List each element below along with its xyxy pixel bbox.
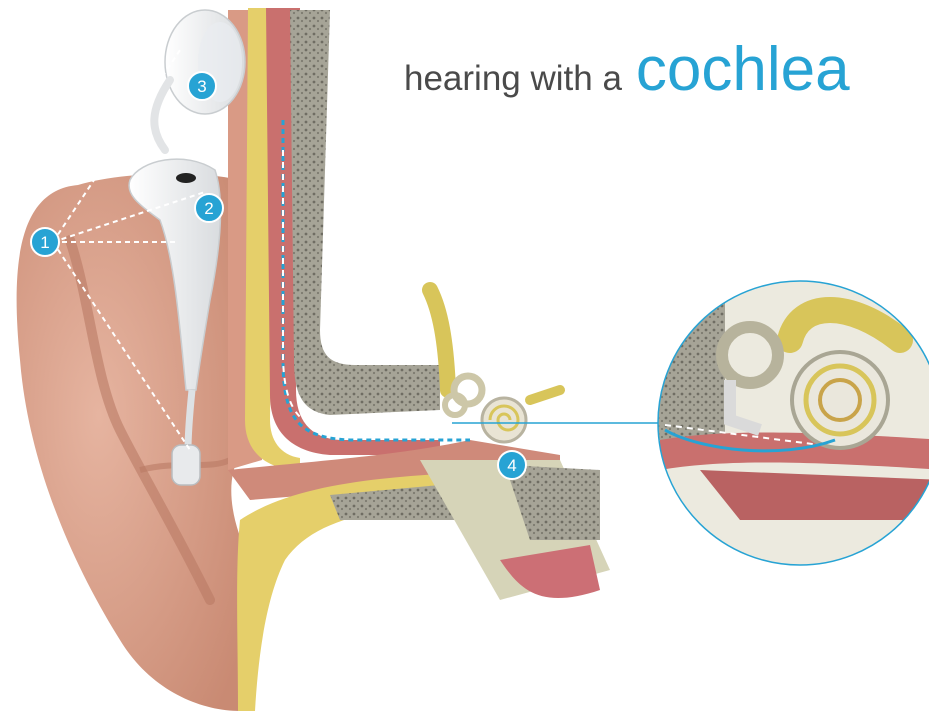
marker-4-label: 4 [507, 456, 516, 475]
lower-tissue-layers [237, 460, 610, 711]
marker-1-label: 1 [40, 233, 49, 252]
marker-1: 1 [31, 228, 59, 256]
marker-2: 2 [195, 194, 223, 222]
inner-ear [430, 290, 560, 442]
marker-3-label: 3 [197, 77, 206, 96]
marker-2-label: 2 [204, 199, 213, 218]
marker-3: 3 [188, 72, 216, 100]
title-highlight: cochlea [636, 35, 850, 104]
page-title: hearing with a cochlea [404, 34, 850, 105]
title-prefix: hearing with a [404, 59, 622, 98]
marker-4: 4 [498, 451, 526, 479]
